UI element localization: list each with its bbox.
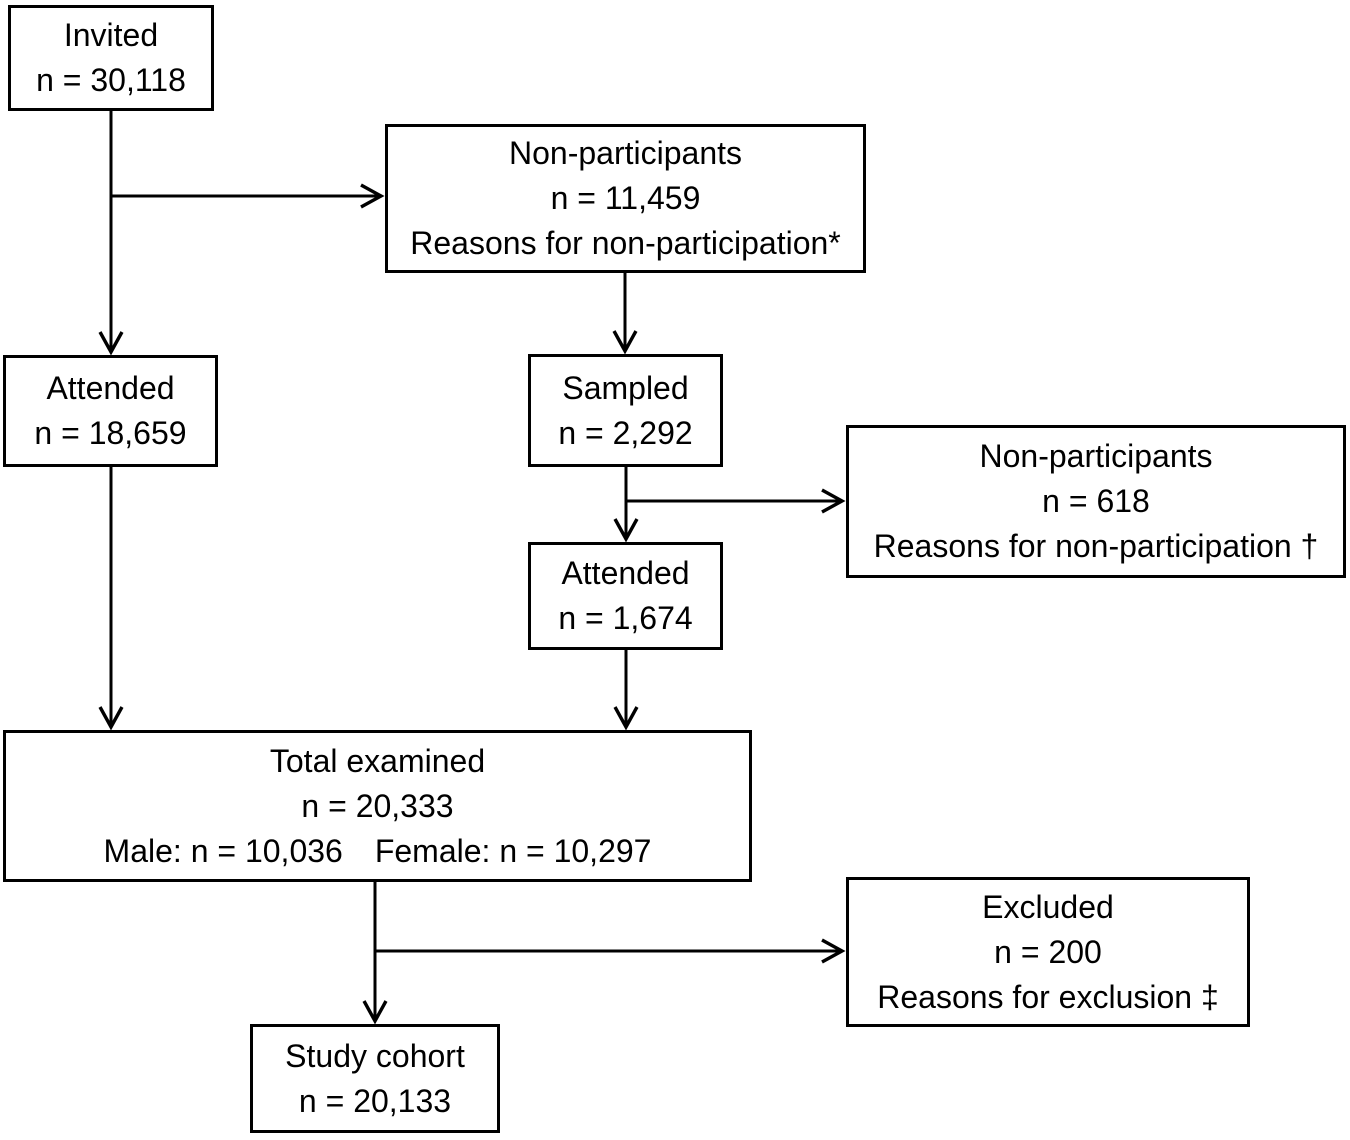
node-study-cohort: Study cohort n = 20,133 (250, 1024, 500, 1133)
node-nonparticipants-initial-count: n = 11,459 (550, 180, 701, 216)
node-attended-sampled: Attended n = 1,674 (528, 542, 723, 650)
node-nonparticipants-initial-note: Reasons for non-participation* (410, 225, 841, 261)
node-nonparticipants-sampled-note: Reasons for non-participation † (873, 528, 1319, 564)
node-total-examined-count: n = 20,333 (301, 787, 454, 824)
node-total-examined: Total examined n = 20,333 Male: n = 10,0… (3, 730, 752, 882)
node-total-examined-breakdown: Male: n = 10,036 Female: n = 10,297 (104, 829, 652, 874)
node-excluded-count: n = 200 (994, 933, 1102, 970)
node-attended-main-label: Attended (46, 370, 175, 406)
node-attended-sampled-count: n = 1,674 (558, 600, 693, 636)
node-attended-main: Attended n = 18,659 (3, 355, 218, 467)
node-attended-sampled-label: Attended (561, 555, 690, 591)
node-excluded-label: Excluded (982, 888, 1114, 925)
node-total-examined-male-count: Male: n = 10,036 (103, 832, 343, 869)
node-study-cohort-label: Study cohort (285, 1037, 465, 1074)
node-invited-count: n = 30,118 (36, 62, 186, 98)
node-nonparticipants-initial-label: Non-participants (509, 135, 742, 171)
node-total-examined-label: Total examined (269, 742, 486, 779)
node-excluded: Excluded n = 200 Reasons for exclusion ‡ (846, 877, 1250, 1027)
node-invited: Invited n = 30,118 (8, 5, 214, 111)
node-attended-main-count: n = 18,659 (34, 415, 187, 451)
node-sampled-label: Sampled (562, 369, 689, 406)
node-nonparticipants-sampled-count: n = 618 (1042, 483, 1150, 519)
node-nonparticipants-initial: Non-participants n = 11,459 Reasons for … (385, 124, 866, 273)
node-total-examined-female-count: Female: n = 10,297 (374, 832, 652, 869)
node-sampled-count: n = 2,292 (558, 414, 693, 451)
node-invited-label: Invited (63, 17, 159, 53)
node-sampled: Sampled n = 2,292 (528, 354, 723, 467)
node-nonparticipants-sampled: Non-participants n = 618 Reasons for non… (846, 425, 1346, 578)
node-study-cohort-count: n = 20,133 (298, 1082, 452, 1119)
node-nonparticipants-sampled-label: Non-participants (979, 438, 1213, 474)
node-excluded-note: Reasons for exclusion ‡ (877, 978, 1219, 1015)
